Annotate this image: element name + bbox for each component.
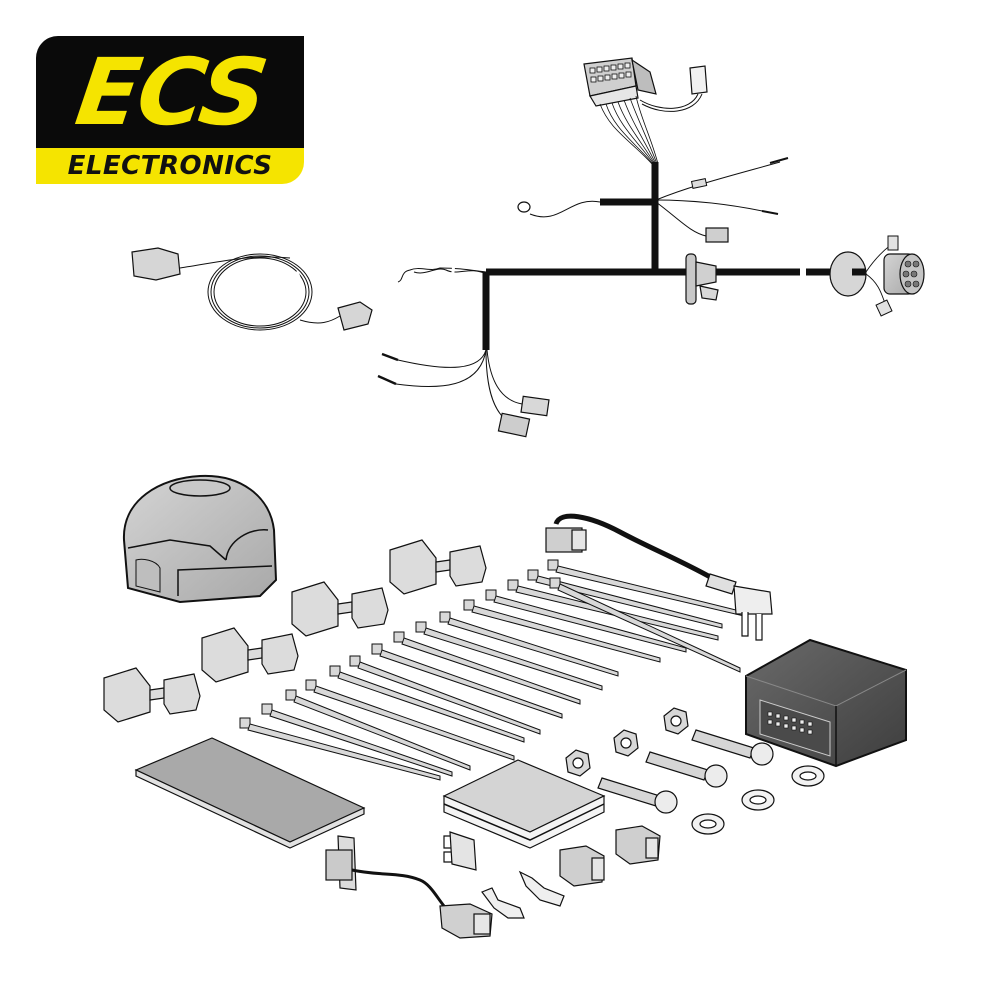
small-connector-top	[639, 65, 708, 112]
control-module	[745, 638, 907, 768]
cable-ties	[239, 559, 745, 781]
fixings	[565, 707, 825, 835]
small-2-pin-connector	[705, 227, 729, 243]
lock-washers	[691, 765, 825, 835]
adhesive-pad	[134, 737, 366, 849]
bullet-terminal	[377, 374, 397, 386]
logo-bottom-panel: ELECTRONICS	[36, 148, 304, 184]
2-pin-plug	[497, 412, 531, 438]
wiring-harness	[377, 57, 925, 438]
multi-pin-connector	[583, 57, 659, 165]
hex-nuts	[565, 707, 689, 777]
fuse-tap-lead	[545, 513, 773, 641]
socket-aux-connector	[887, 235, 899, 251]
foam-tape-square	[442, 759, 606, 849]
scotchlock-connectors	[103, 539, 487, 723]
relay-lead	[325, 835, 493, 939]
2-pin-plug	[520, 395, 550, 417]
logo-top-panel: ECS	[36, 36, 304, 148]
brand-logo: ECS ELECTRONICS	[36, 36, 304, 184]
spade-terminals	[481, 870, 565, 919]
earth-ring-terminal	[517, 201, 531, 213]
2-pin-plugs	[559, 825, 661, 887]
bullet-terminal	[381, 352, 399, 362]
twisted-pair-wire	[397, 267, 487, 283]
socket-cover	[122, 474, 278, 604]
blade-fuse	[443, 831, 477, 871]
13-pin-socket	[829, 235, 925, 317]
logo-subtitle: ELECTRONICS	[67, 151, 273, 181]
bolts	[597, 729, 774, 814]
extension-cable	[131, 247, 373, 331]
grommet	[685, 253, 719, 305]
